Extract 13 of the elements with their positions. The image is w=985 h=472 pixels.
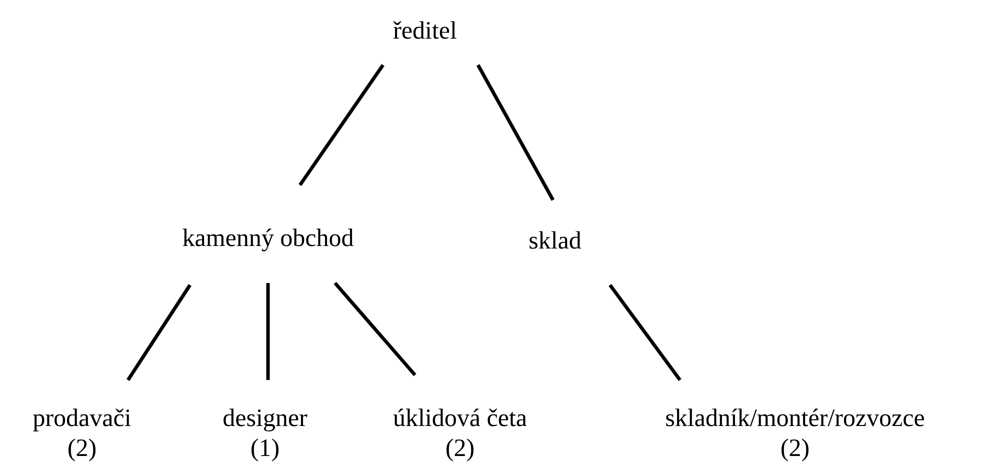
connector-line [126,284,192,381]
connector-line [476,64,555,201]
position-label: ředitel [393,21,456,39]
unit-label: úklidová četa (2) [393,408,527,462]
connector-line [298,64,384,186]
unit-label: skladník/montér/rozvozce (2) [666,408,924,462]
position-label: sklad [530,231,582,249]
connector-line [608,284,682,382]
unit-label: designer (1) [224,408,308,462]
position-label: kamenný obchod [182,228,354,252]
unit-label: prodavači (2) [33,408,131,462]
connector-line [334,282,416,376]
connector-line [266,283,270,380]
